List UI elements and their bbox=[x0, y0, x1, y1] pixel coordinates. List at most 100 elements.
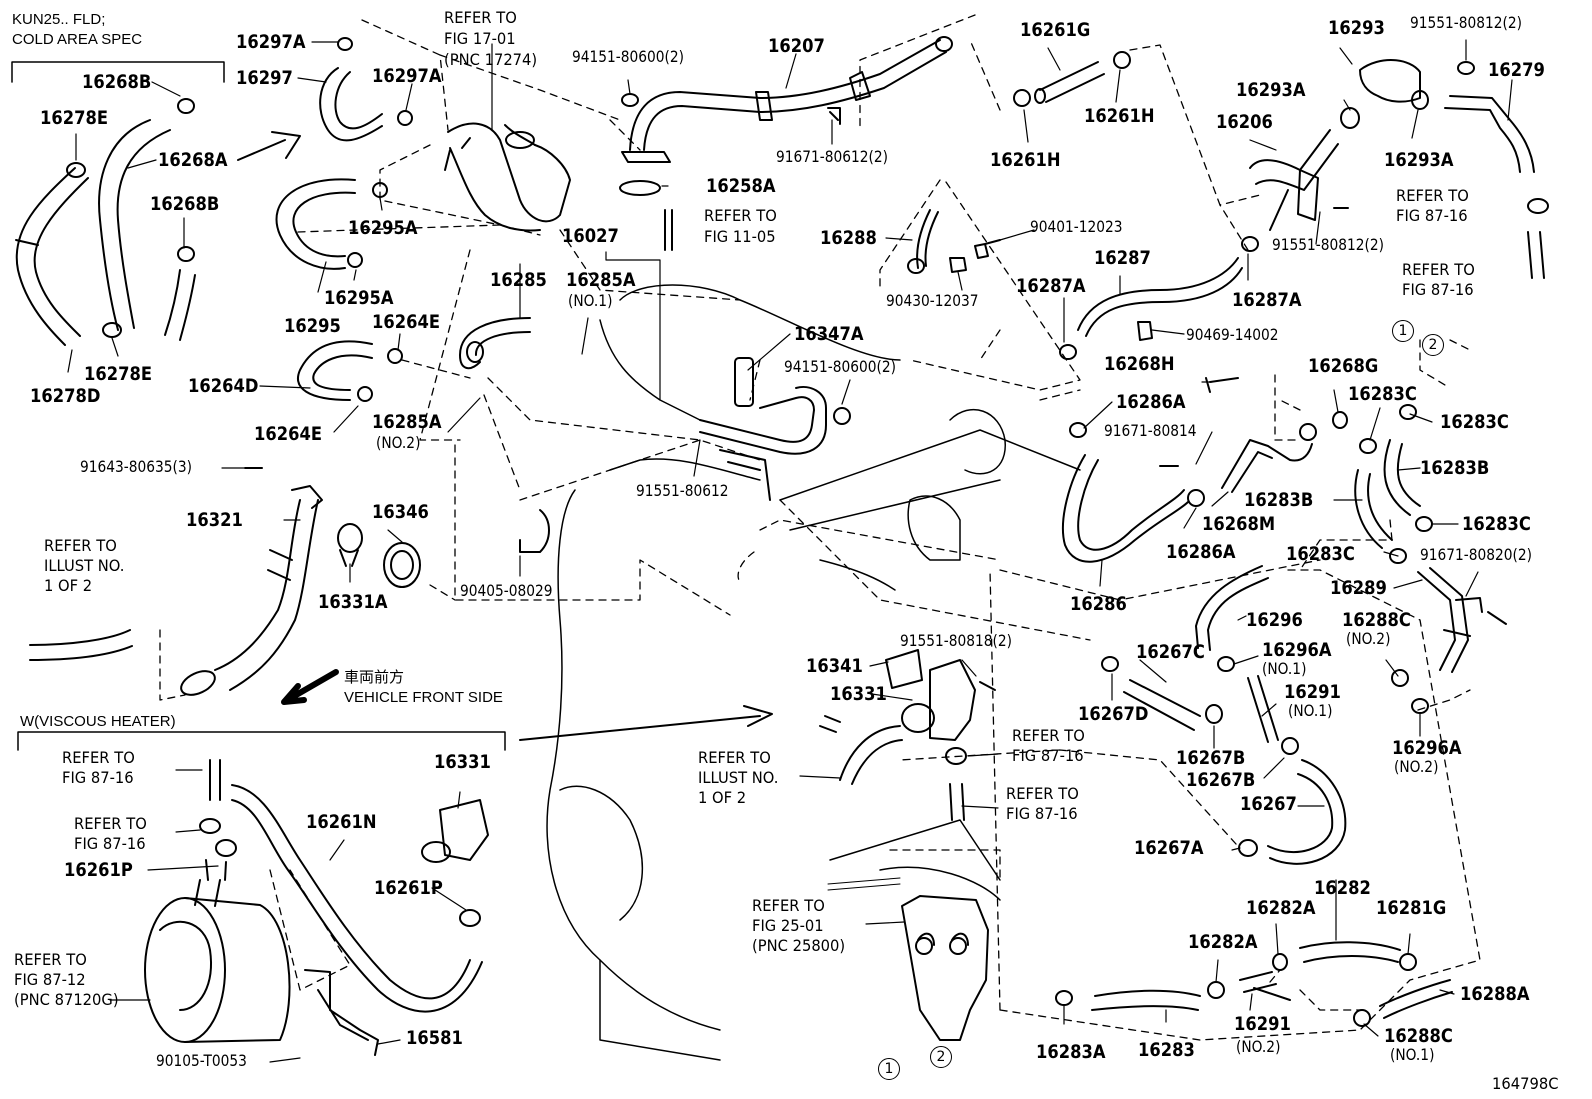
hose-16264D bbox=[297, 340, 403, 402]
note-fig8712-line3: (PNC 87120G) bbox=[14, 990, 119, 1009]
part-number: 91671-80820(2) bbox=[1420, 545, 1533, 564]
part-number: 16283C bbox=[1348, 383, 1417, 405]
note-fig8716-c2-line2: FIG 87-16 bbox=[1006, 804, 1078, 823]
note-fig8712-line2: FIG 87-12 bbox=[14, 970, 86, 989]
note-fig8716-bl1-line1: REFER TO bbox=[62, 748, 135, 767]
leader-lines bbox=[67, 39, 1513, 1063]
part-number: 16283A bbox=[1036, 1041, 1106, 1063]
part-number: 16278E bbox=[84, 363, 153, 385]
fitting-90405 bbox=[519, 509, 550, 553]
pipe-16027 bbox=[699, 357, 827, 501]
vehicle-front-jp: 車両前方 bbox=[344, 669, 405, 686]
hose-illust-left bbox=[29, 629, 133, 661]
clamp-16261P-b bbox=[215, 839, 237, 857]
note-fig8716-c1-line1: REFER TO bbox=[1012, 726, 1085, 745]
clamps-right bbox=[1332, 404, 1433, 564]
housing-25800 bbox=[901, 895, 989, 1041]
part-number: 16279 bbox=[1488, 59, 1545, 81]
part-number: 16286 bbox=[1070, 593, 1127, 615]
hose-16286 bbox=[1061, 422, 1205, 563]
part-number: 16295A bbox=[324, 287, 394, 309]
part-number: 16296 bbox=[1246, 609, 1303, 631]
clamp-fig8716 bbox=[1527, 198, 1549, 214]
hose-16267 bbox=[1238, 737, 1347, 865]
gasket-16346 bbox=[383, 542, 421, 588]
part-number: 16268A bbox=[158, 149, 228, 171]
clip-90430 bbox=[949, 257, 967, 273]
note-illust-mid-line1: REFER TO bbox=[698, 748, 771, 767]
part-number: 16297 bbox=[236, 67, 293, 89]
note-fig8712-line1: REFER TO bbox=[14, 950, 87, 969]
clamp-fig8716-c bbox=[945, 747, 967, 765]
part-number: 16287A bbox=[1232, 289, 1302, 311]
part-number: 16288A bbox=[1460, 983, 1530, 1005]
part-number: 16268B bbox=[82, 71, 152, 93]
note-fig1701-line2: FIG 17-01 bbox=[444, 29, 516, 48]
vehicle-front-en: VEHICLE FRONT SIDE bbox=[344, 689, 503, 706]
marker-1-bottom: 1 bbox=[878, 1058, 900, 1080]
part-number: 90430-12037 bbox=[886, 291, 979, 310]
hose-stub-c bbox=[949, 783, 965, 821]
part-sub-number: (NO.1) bbox=[568, 291, 613, 310]
hose-16288 bbox=[907, 209, 939, 274]
part-number: 90469-14002 bbox=[1186, 325, 1279, 344]
part-sub-number: (NO.2) bbox=[376, 433, 421, 452]
part-number: 16267B bbox=[1186, 769, 1256, 791]
bolt-16268H bbox=[1205, 377, 1239, 393]
spec-label-line2: COLD AREA SPEC bbox=[12, 31, 143, 48]
part-number: 94151-80600(2) bbox=[784, 357, 897, 376]
part-number: 16282A bbox=[1188, 931, 1258, 953]
part-number: 16268H bbox=[1104, 353, 1175, 375]
spec-bracket bbox=[11, 61, 225, 83]
part-number: 16331 bbox=[434, 751, 491, 773]
part-number: 16283B bbox=[1420, 457, 1490, 479]
part-number: 16268M bbox=[1202, 513, 1276, 535]
spec-label-line1: KUN25.. FLD; bbox=[12, 11, 106, 28]
gasket-16258A bbox=[619, 180, 661, 196]
part-number: 16268G bbox=[1308, 355, 1379, 377]
viscous-heater-heading: W(VISCOUS HEATER) bbox=[20, 713, 176, 730]
nut-94151-b bbox=[833, 407, 851, 425]
hose-16261N bbox=[209, 759, 483, 1013]
dashed-guides bbox=[159, 14, 1481, 1041]
part-number: 16287 bbox=[1094, 247, 1151, 269]
part-number: 16297A bbox=[236, 31, 306, 53]
pipe-16279 bbox=[1444, 61, 1535, 173]
note-fig8716-c1-line2: FIG 87-16 bbox=[1012, 746, 1084, 765]
note-fig8716-tr1-line2: FIG 87-16 bbox=[1396, 206, 1468, 225]
water-outlet-16331 bbox=[421, 799, 489, 863]
part-number: 16267B bbox=[1176, 747, 1246, 769]
note-illust-left-line1: REFER TO bbox=[44, 536, 117, 555]
hose-16268A bbox=[98, 119, 196, 341]
part-number: 16285 bbox=[490, 269, 547, 291]
clamp-16261P bbox=[199, 818, 221, 834]
clamp-16288C bbox=[1391, 669, 1409, 687]
part-number: 16581 bbox=[406, 1027, 463, 1049]
note-fig1105-line1: REFER TO bbox=[704, 206, 777, 225]
part-number: 16289 bbox=[1330, 577, 1387, 599]
gasket-16346-inner bbox=[390, 550, 414, 580]
note-fig1701-line1: REFER TO bbox=[444, 8, 517, 27]
pipe-16268M bbox=[1221, 423, 1317, 493]
part-number: 16291 bbox=[1234, 1013, 1291, 1035]
part-number: 16267D bbox=[1078, 703, 1149, 725]
part-sub-number: (NO.2) bbox=[1394, 757, 1439, 776]
part-number: 16283 bbox=[1138, 1039, 1195, 1061]
part-number: 16297A bbox=[372, 65, 442, 87]
part-number: 16281G bbox=[1376, 897, 1447, 919]
note-illust-left-line2: ILLUST NO. bbox=[44, 556, 125, 575]
part-number: 16282 bbox=[1314, 877, 1371, 899]
clamps-left bbox=[66, 98, 195, 338]
part-number: 16267C bbox=[1136, 641, 1205, 663]
part-number: 16331 bbox=[830, 683, 887, 705]
transfer-arrow bbox=[519, 705, 773, 741]
hose-16287 bbox=[1059, 236, 1259, 360]
part-sub-number: (NO.1) bbox=[1390, 1045, 1435, 1064]
bolt-91671-c bbox=[1487, 611, 1507, 625]
hose-16282 bbox=[1272, 941, 1417, 971]
nut-94151 bbox=[621, 93, 639, 107]
thermostat-16331A bbox=[337, 523, 363, 567]
part-number: 16282A bbox=[1246, 897, 1316, 919]
part-number: 94151-80600(2) bbox=[572, 47, 685, 66]
